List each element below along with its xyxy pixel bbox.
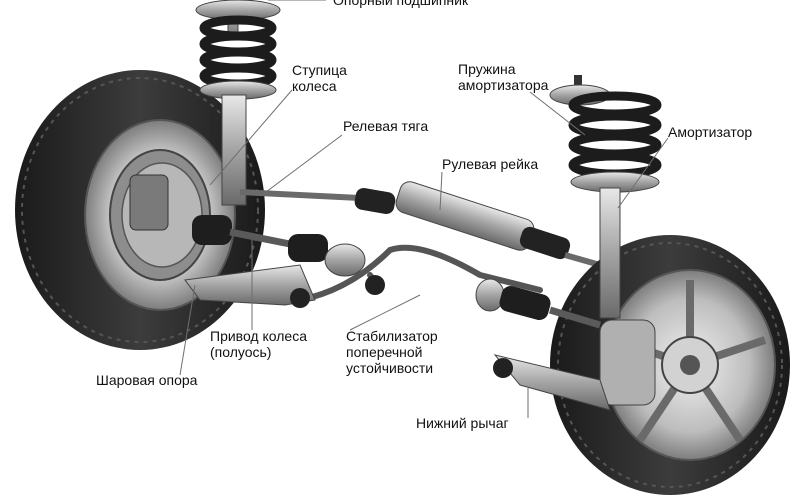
right-strut <box>549 75 662 319</box>
label-bearing: Опорный подшипник <box>333 0 469 8</box>
label-stabilizer-line3: устойчивости <box>346 360 434 376</box>
left-wheel <box>15 70 265 350</box>
label-hub: Ступица колеса <box>292 62 347 94</box>
label-steering-rack: Рулевая рейка <box>442 156 539 172</box>
label-stabilizer: Стабилизатор поперечной устойчивости <box>346 328 438 376</box>
right-brake-caliper <box>599 319 656 406</box>
label-stabilizer-line2: поперечной <box>346 344 423 360</box>
right-coil-spring <box>568 91 662 179</box>
drive-shaft <box>192 215 366 277</box>
label-hub-line1: Ступица <box>292 62 347 78</box>
right-wheel <box>550 235 790 495</box>
label-drive-shaft: Привод колеса (полуось) <box>210 328 307 360</box>
leader-lines <box>179 0 669 418</box>
label-stabilizer-line1: Стабилизатор <box>346 328 438 344</box>
label-ball-joint: Шаровая опора <box>96 372 198 388</box>
label-shock: Амортизатор <box>668 124 753 140</box>
right-shock-tube <box>599 187 621 319</box>
left-lower-arm <box>184 264 385 308</box>
steering-rack <box>239 181 601 268</box>
label-spring-line1: Пружина <box>458 61 516 77</box>
right-lower-arm <box>493 354 611 411</box>
right-drive-shaft <box>475 278 602 329</box>
left-shock-tube <box>221 94 247 206</box>
label-spring-line2: амортизатора <box>458 77 549 93</box>
label-lower-arm: Нижний рычаг <box>416 415 509 431</box>
label-hub-line2: колеса <box>292 78 337 94</box>
left-strut <box>195 0 281 206</box>
label-spring: Пружина амортизатора <box>458 61 548 93</box>
label-drive-shaft-line1: Привод колеса <box>210 328 307 344</box>
label-drive-shaft-line2: (полуось) <box>210 344 272 360</box>
label-tie-rod: Релевая тяга <box>343 118 429 134</box>
